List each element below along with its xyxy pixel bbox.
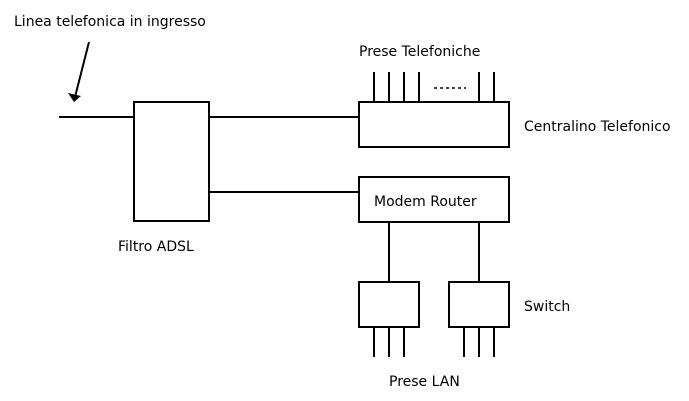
phone-sockets <box>373 72 495 102</box>
adsl-filter-label: Filtro ADSL <box>118 239 194 255</box>
switch-2-box <box>448 281 510 328</box>
incoming-arrow <box>74 41 90 98</box>
switch-1-ports <box>373 327 405 357</box>
switch-1-box <box>358 281 420 328</box>
incoming-line-label: Linea telefonica in ingresso <box>14 14 206 30</box>
phone-sockets-label: Prese Telefoniche <box>359 44 480 60</box>
lan-sockets-label: Prese LAN <box>389 374 460 390</box>
pbx-label: Centralino Telefonico <box>524 119 671 135</box>
pbx-box <box>358 101 510 148</box>
switch-2-ports <box>463 327 495 357</box>
modem-router-box <box>358 176 510 223</box>
switch-label: Switch <box>524 299 570 315</box>
adsl-filter-box <box>133 101 210 222</box>
arrowhead-icon <box>68 93 81 102</box>
modem-router-label: Modem Router <box>374 194 477 210</box>
